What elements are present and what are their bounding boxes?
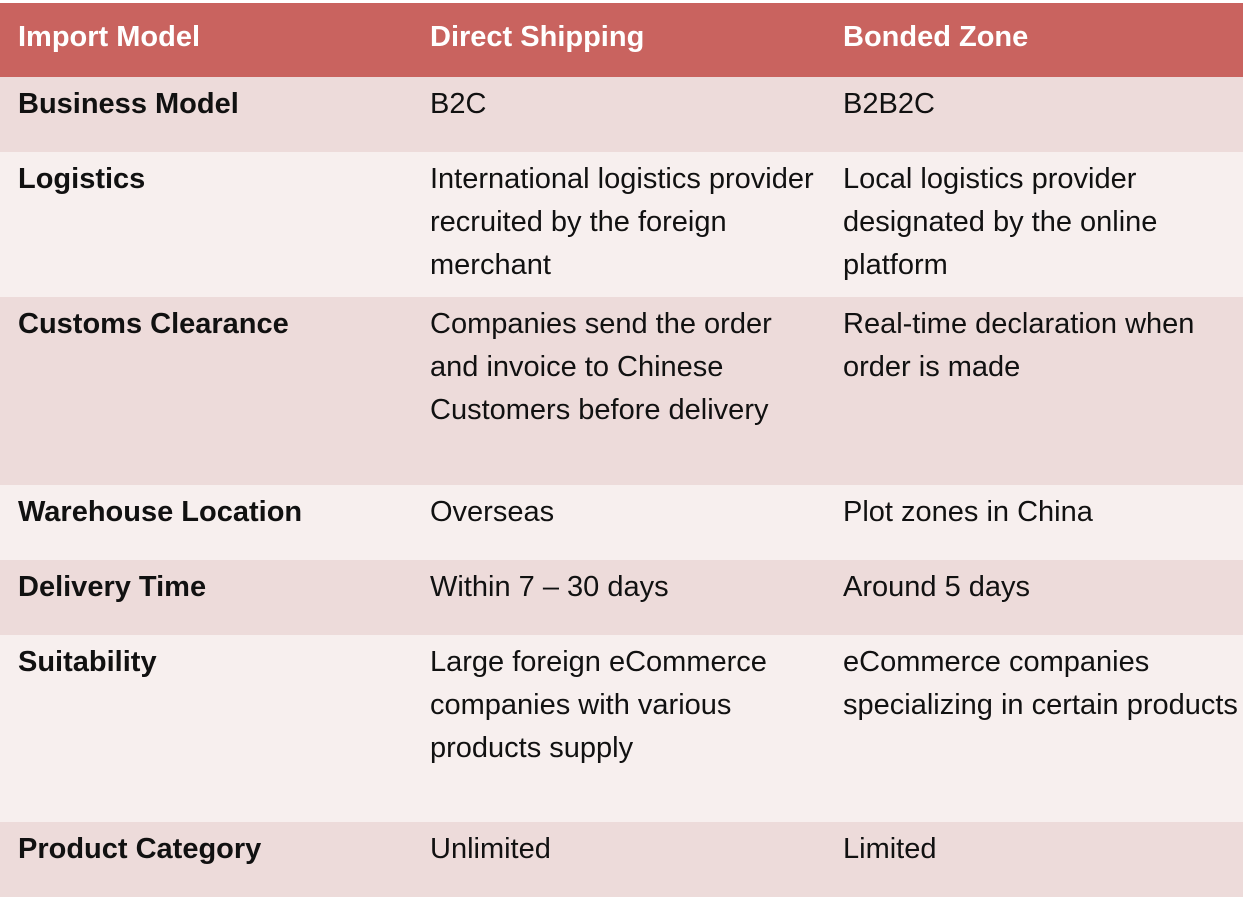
header-cell: Bonded Zone xyxy=(843,21,1029,53)
table-row: Suitability Large foreign eCommerce comp… xyxy=(0,635,1243,822)
header-cell: Direct Shipping xyxy=(430,21,645,53)
table-row: Customs Clearance Companies send the ord… xyxy=(0,297,1243,485)
table-cell: Large foreign eCommerce companies with v… xyxy=(430,646,767,764)
table-cell: Unlimited xyxy=(430,833,551,865)
table-cell: Around 5 days xyxy=(843,571,1031,603)
table-row: Logistics International logistics provid… xyxy=(0,152,1243,297)
table-row: Product Category Unlimited Limited xyxy=(0,822,1243,897)
table-cell: Real-time declaration when order is made xyxy=(843,308,1195,383)
table-cell: B2B2C xyxy=(843,88,935,120)
table-cell: Overseas xyxy=(430,496,555,528)
table-cell: Within 7 – 30 days xyxy=(430,571,669,603)
table-header: Import Model Direct Shipping Bonded Zone xyxy=(0,3,1243,77)
table-row: Delivery Time Within 7 – 30 days Around … xyxy=(0,560,1243,635)
table-cell: Companies send the order and invoice to … xyxy=(430,308,772,426)
table-row: Business Model B2C B2B2C xyxy=(0,77,1243,152)
row-label: Warehouse Location xyxy=(18,496,303,528)
table-cell: Local logistics provider designated by t… xyxy=(843,163,1158,281)
header-cell: Import Model xyxy=(18,21,201,53)
table-cell: B2C xyxy=(430,88,487,120)
table-cell: eCommerce companies specializing in cert… xyxy=(843,646,1238,721)
comparison-table: Import Model Direct Shipping Bonded Zone… xyxy=(0,3,1243,897)
table-row: Warehouse Location Overseas Plot zones i… xyxy=(0,485,1243,560)
row-label: Delivery Time xyxy=(18,571,207,603)
table-cell: Plot zones in China xyxy=(843,496,1093,528)
row-label: Product Category xyxy=(18,833,262,865)
row-label: Customs Clearance xyxy=(18,308,289,340)
row-label: Suitability xyxy=(18,646,157,678)
row-label: Business Model xyxy=(18,88,239,120)
table-cell: International logistics provider recruit… xyxy=(430,163,814,281)
table-cell: Limited xyxy=(843,833,937,865)
row-label: Logistics xyxy=(18,163,146,195)
